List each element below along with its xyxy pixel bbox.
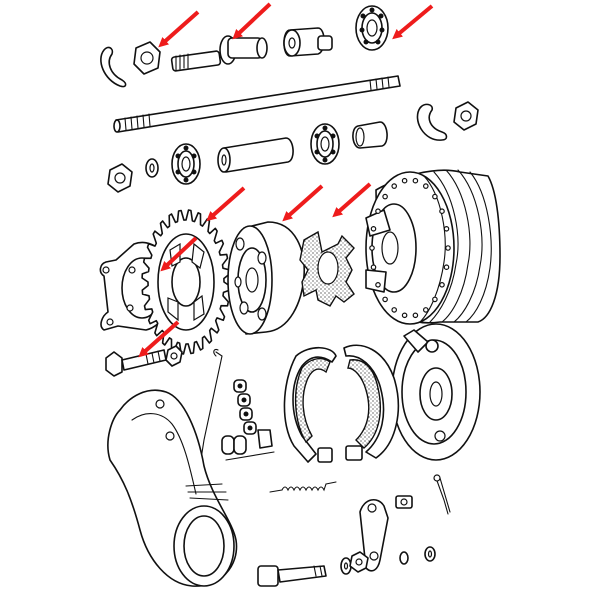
sprocket bbox=[141, 209, 231, 355]
brake-shoe-left bbox=[283, 346, 337, 463]
spoke-hole bbox=[375, 281, 381, 288]
spoke-hole bbox=[401, 177, 408, 184]
spoke-hole bbox=[422, 183, 429, 189]
arrow-to-sprocket bbox=[206, 186, 246, 222]
hex-bolt-left bbox=[105, 349, 167, 377]
arrow-to-drive-flange bbox=[282, 184, 324, 222]
master-link bbox=[221, 429, 275, 461]
arrow-to-bearing-top bbox=[392, 4, 434, 40]
chain-guard bbox=[107, 389, 238, 587]
tension-spring bbox=[269, 481, 337, 493]
nut-bottom bbox=[349, 551, 369, 573]
brake-cam-spindle bbox=[257, 565, 327, 587]
nut-right bbox=[453, 101, 479, 131]
nut-top bbox=[133, 41, 161, 75]
small-washers-bottom bbox=[340, 546, 436, 575]
spoke-hole bbox=[412, 312, 419, 319]
nut-small-left bbox=[165, 345, 183, 367]
spoke-hole bbox=[443, 264, 450, 271]
spoke-hole bbox=[422, 307, 429, 313]
spoke-hole bbox=[439, 281, 445, 288]
brake-lever-arm bbox=[359, 499, 389, 572]
spring-washer-top-left bbox=[100, 46, 127, 88]
arrow-to-plate bbox=[160, 236, 198, 272]
brake-shoe-right bbox=[317, 344, 400, 463]
spoke-hole bbox=[391, 183, 398, 189]
spoke-hole bbox=[370, 264, 377, 271]
brake-backing-plate bbox=[391, 323, 481, 461]
bushing-row2 bbox=[352, 121, 388, 149]
callout-arrows bbox=[138, 2, 434, 358]
spacer-tube-row2 bbox=[217, 137, 294, 173]
spoke-hole bbox=[432, 193, 438, 200]
washer-small-row2 bbox=[145, 158, 159, 178]
spoke-hole bbox=[412, 177, 419, 184]
spoke-hole bbox=[401, 312, 408, 319]
arrow-to-bolt bbox=[138, 320, 180, 358]
nut-left-row2 bbox=[107, 163, 133, 193]
wheel-hub bbox=[365, 169, 501, 325]
bearing-left-row2 bbox=[171, 143, 201, 185]
arrow-to-nut-top bbox=[158, 10, 200, 48]
axle-bolt-top bbox=[170, 35, 268, 72]
spoke-hole bbox=[432, 296, 438, 303]
cam-bolt bbox=[395, 495, 413, 509]
arrow-to-axle-bolt bbox=[232, 2, 272, 40]
chain-segment bbox=[233, 379, 257, 435]
spacer-sleeve-top bbox=[283, 27, 333, 57]
split-pin bbox=[433, 474, 451, 515]
spoke-hole bbox=[443, 226, 450, 232]
spoke-hole bbox=[382, 193, 388, 200]
rubber-cush-drive bbox=[299, 230, 355, 307]
spring-washer-right bbox=[416, 103, 448, 141]
spoke-hole bbox=[369, 245, 375, 251]
spoke-hole bbox=[382, 296, 388, 303]
spoke-hole bbox=[370, 226, 377, 232]
bearing-right-row2 bbox=[310, 123, 340, 165]
spoke-hole bbox=[439, 208, 445, 215]
spoke-holes bbox=[369, 177, 451, 319]
drive-flange bbox=[227, 221, 306, 335]
spoke-hole bbox=[391, 307, 398, 313]
spoke-hole bbox=[445, 245, 451, 251]
arrow-to-cush-drive bbox=[332, 182, 372, 218]
bearing-top bbox=[355, 5, 389, 51]
axle-rod bbox=[113, 75, 401, 133]
spoke-hole bbox=[375, 208, 381, 215]
